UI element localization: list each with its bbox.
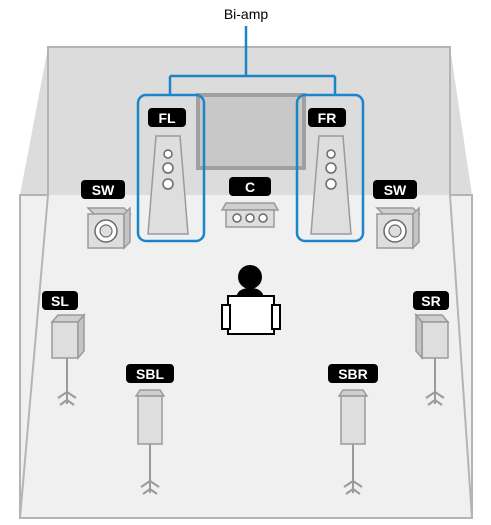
surround-speaker-icon — [414, 312, 450, 406]
speaker-label-sbr: SBR — [338, 366, 368, 382]
room-floor-edge-right — [449, 194, 473, 519]
speaker-fl: FL — [136, 93, 206, 243]
subwoofer-icon — [375, 206, 421, 250]
speaker-label-sw-left: SW — [92, 182, 115, 198]
surround-back-speaker-icon — [134, 389, 166, 495]
speaker-sw-left: SW — [81, 180, 132, 250]
badge-sw-right — [373, 180, 417, 199]
surround-speaker-icon — [50, 312, 86, 406]
badge-fr — [308, 108, 346, 127]
speaker-sr: SR — [413, 291, 450, 406]
surround-back-speaker-icon — [337, 389, 369, 495]
speaker-sbr: SBR — [328, 364, 378, 495]
badge-c — [229, 177, 271, 196]
bi-amp-frame-fl — [136, 93, 206, 243]
tv-screen-icon — [196, 93, 306, 170]
speaker-label-sr: SR — [421, 293, 440, 309]
speaker-label-c: C — [245, 179, 255, 195]
speaker-label-fl: FL — [158, 110, 176, 126]
tower-speaker-icon — [310, 135, 352, 235]
speaker-label-sw-right: SW — [384, 182, 407, 198]
bi-amp-caption: Bi-amp — [224, 6, 269, 22]
badge-sl — [42, 291, 78, 310]
subwoofer-icon — [86, 206, 132, 250]
speaker-fr: FR — [295, 93, 365, 243]
badge-fl — [148, 108, 186, 127]
center-speaker-icon — [220, 202, 280, 228]
bi-amp-frame-fr — [295, 93, 365, 243]
speaker-label-sbl: SBL — [136, 366, 164, 382]
listener-icon — [221, 265, 281, 335]
speaker-sl: SL — [42, 291, 86, 406]
bi-amp-bracket — [168, 26, 337, 95]
speaker-label-sl: SL — [51, 293, 69, 309]
speaker-sbl: SBL — [126, 364, 174, 495]
badge-sr — [413, 291, 449, 310]
badge-sbl — [126, 364, 174, 383]
badge-sbr — [328, 364, 378, 383]
speaker-sw-right: SW — [373, 180, 421, 250]
speaker-c: C — [220, 177, 280, 228]
room-floor-edge-left — [19, 194, 49, 519]
speaker-label-fr: FR — [318, 110, 337, 126]
room — [19, 46, 473, 519]
badge-sw-left — [81, 180, 125, 199]
tower-speaker-icon — [147, 135, 189, 235]
